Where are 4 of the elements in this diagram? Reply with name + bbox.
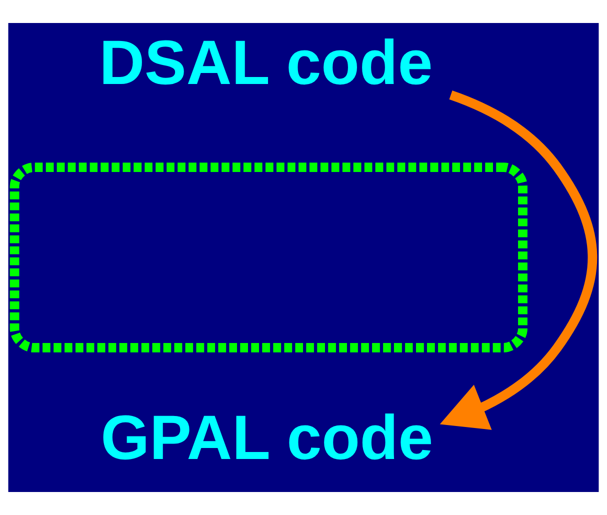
node-text: DSAL code	[99, 28, 433, 98]
node-text: GPAL code	[100, 403, 434, 474]
node-box	[10, 162, 528, 352]
arrow	[440, 90, 598, 430]
